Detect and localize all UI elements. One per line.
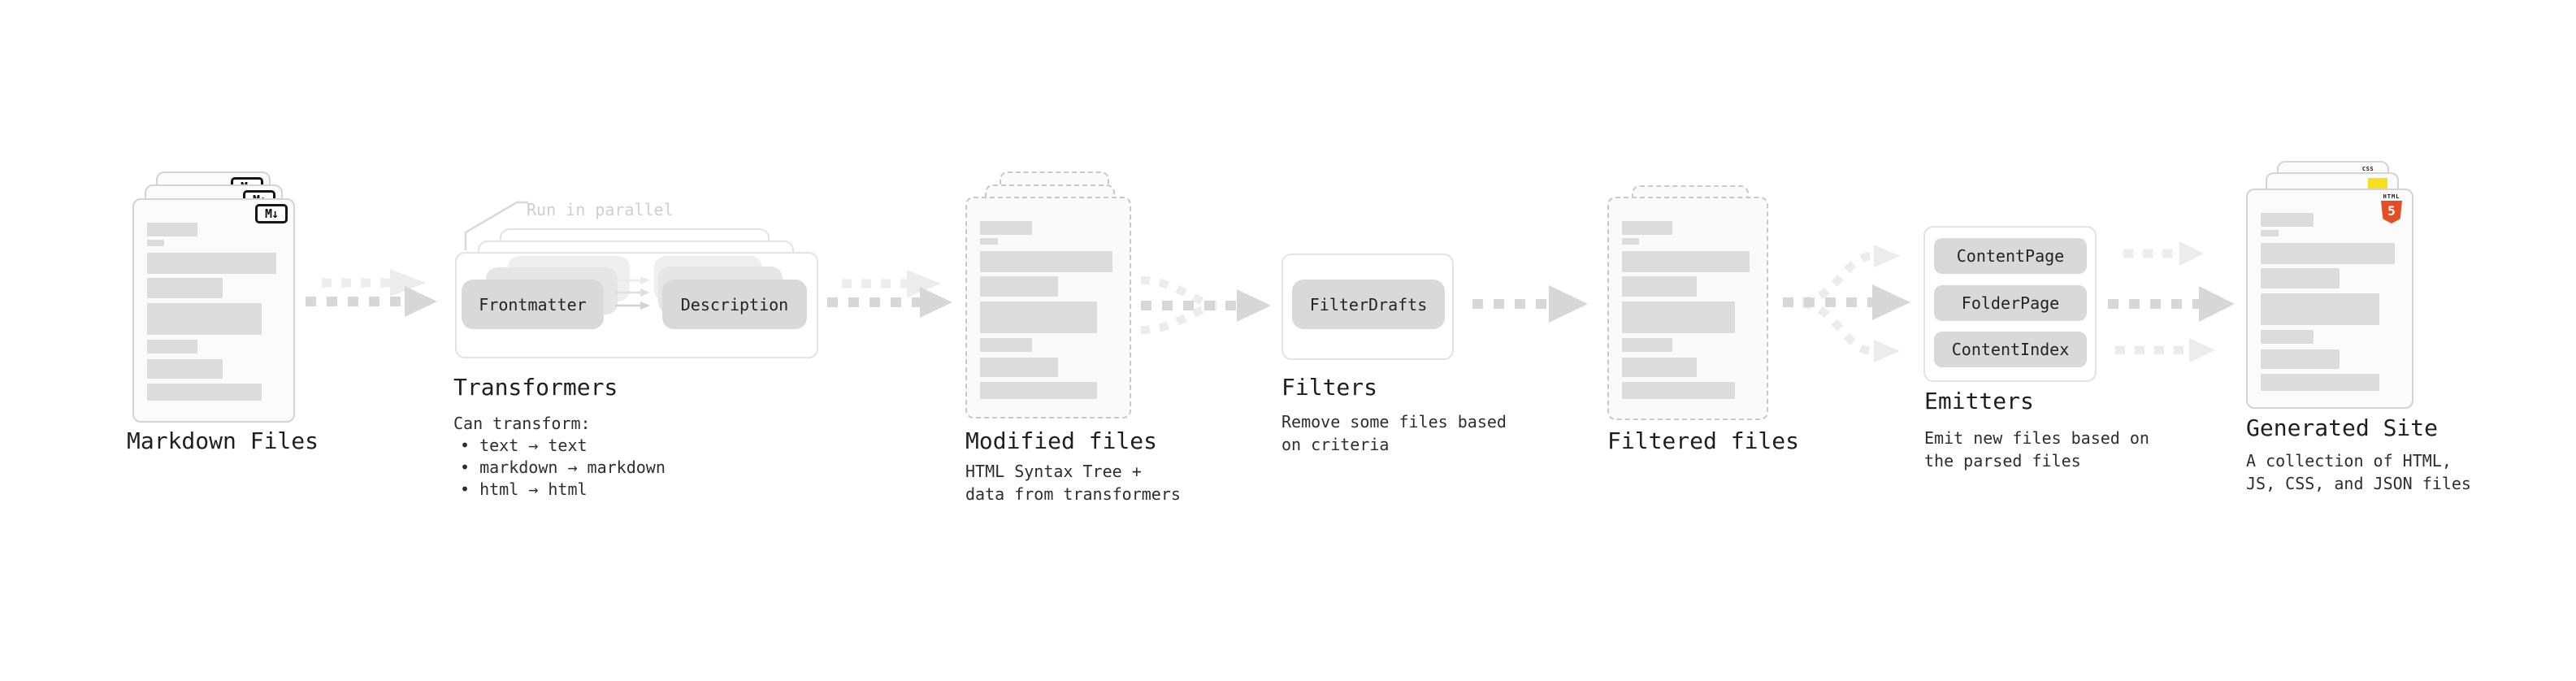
content-bar xyxy=(980,382,1098,399)
content-bar xyxy=(980,276,1058,297)
emitter-contentindex: ContentIndex xyxy=(1934,332,2087,367)
css-icon-label: CSS xyxy=(2361,166,2374,172)
modified-files-title: Modified files xyxy=(965,427,1158,454)
markdown-files-title: Markdown Files xyxy=(127,427,319,454)
generated-site-title: Generated Site xyxy=(2246,414,2439,441)
content-bar xyxy=(980,301,1098,333)
note-line: A collection of HTML, xyxy=(2246,451,2452,471)
note-bullet: • text → text xyxy=(460,436,588,455)
javascript-icon xyxy=(2368,178,2387,191)
filters-note: Remove some files based on criteria xyxy=(1281,410,1507,456)
content-bar xyxy=(1622,276,1698,297)
content-bar xyxy=(147,303,262,335)
content-bar xyxy=(1622,358,1698,377)
content-bar xyxy=(147,240,165,246)
note-bullet: • markdown → markdown xyxy=(460,458,666,477)
note-line: on criteria xyxy=(1281,435,1390,454)
content-bar xyxy=(1622,238,1640,245)
doc-content-bars xyxy=(980,221,1117,399)
content-bar xyxy=(1622,251,1750,272)
emitters-title: Emitters xyxy=(1924,388,2034,414)
content-bar xyxy=(147,340,198,354)
filtered-files-title: Filtered files xyxy=(1607,427,1800,454)
run-in-parallel-annotation: Run in parallel xyxy=(527,200,674,219)
content-bar xyxy=(2261,230,2279,236)
merge-dashed-arrow-modified-to-filters-icon xyxy=(1140,276,1271,334)
generated-site-note: A collection of HTML, JS, CSS, and JSON … xyxy=(2246,449,2471,495)
note-line: Can transform: xyxy=(453,414,591,433)
filter-filterdrafts: FilterDrafts xyxy=(1292,280,1445,329)
modified-file-card-front xyxy=(965,197,1131,419)
doc-content-bars xyxy=(147,223,280,401)
content-bar xyxy=(1622,221,1672,235)
content-bar xyxy=(980,238,998,245)
transformers-note: Can transform: • text → text • markdown … xyxy=(453,413,666,501)
content-bar xyxy=(2261,243,2395,264)
note-line: data from transformers xyxy=(965,484,1181,504)
content-bar xyxy=(147,253,277,274)
content-bar xyxy=(147,223,198,236)
html5-icon-shield: 5 xyxy=(2381,201,2402,223)
note-line: Remove some files based xyxy=(1281,412,1507,432)
note-line: the parsed files xyxy=(1924,451,2081,471)
emitter-folderpage: FolderPage xyxy=(1934,285,2087,321)
content-bar xyxy=(980,338,1032,352)
content-bar xyxy=(1622,301,1736,333)
transformer-step-description: Description xyxy=(662,280,807,329)
note-bullet: • html → html xyxy=(460,479,588,499)
note-line: Emit new files based on xyxy=(1924,428,2149,448)
branch-dashed-arrow-filtered-to-emitters-icon xyxy=(1783,245,1910,362)
triple-dashed-arrow-emitters-to-generated-icon xyxy=(2108,241,2235,362)
content-bar xyxy=(1622,338,1672,352)
filters-title: Filters xyxy=(1281,374,1378,401)
html5-icon-label: HTML xyxy=(2383,193,2400,200)
doc-content-bars xyxy=(2261,213,2399,391)
note-line: JS, CSS, and JSON files xyxy=(2246,474,2471,493)
generated-file-card-html: HTML 5 xyxy=(2246,189,2413,409)
html5-icon: HTML 5 xyxy=(2379,193,2404,223)
transformers-title: Transformers xyxy=(453,374,618,401)
content-bar xyxy=(980,358,1058,377)
modified-files-note: HTML Syntax Tree + data from transformer… xyxy=(965,460,1181,505)
dashed-arrow-markdown-to-transformers-icon xyxy=(306,269,437,317)
filtered-file-card-front xyxy=(1607,197,1768,420)
dashed-arrow-transformers-to-modified-icon xyxy=(827,270,952,318)
content-bar xyxy=(2261,268,2340,288)
emitter-contentpage: ContentPage xyxy=(1934,238,2087,274)
markdown-icon: M↓ xyxy=(255,204,288,223)
content-bar xyxy=(147,359,223,379)
transformer-step-frontmatter: Frontmatter xyxy=(462,280,604,329)
dashed-arrow-filters-to-filtered-icon xyxy=(1472,285,1588,323)
content-bar xyxy=(2261,349,2340,369)
content-bar xyxy=(980,251,1112,272)
content-bar xyxy=(2261,293,2380,325)
markdown-file-card-front: M↓ xyxy=(132,198,295,423)
note-line: HTML Syntax Tree + xyxy=(965,462,1142,481)
content-bar xyxy=(147,278,223,298)
content-bar xyxy=(147,384,262,401)
content-bar xyxy=(1622,382,1736,399)
content-bar xyxy=(980,221,1032,235)
content-bar xyxy=(2261,213,2314,227)
content-bar xyxy=(2261,374,2380,391)
content-bar xyxy=(2261,330,2314,344)
emitters-note: Emit new files based on the parsed files xyxy=(1924,427,2149,472)
doc-content-bars xyxy=(1622,221,1754,399)
